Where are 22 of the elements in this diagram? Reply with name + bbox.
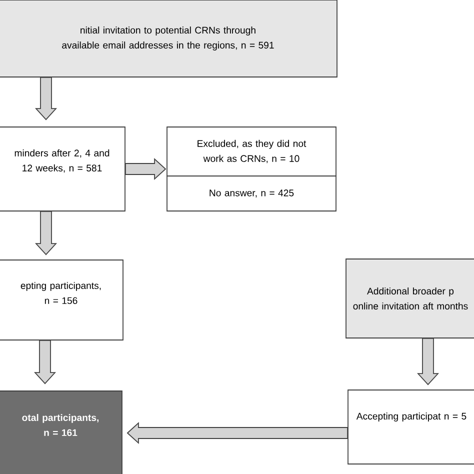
box-text: otal participants, n = 161 <box>22 414 99 436</box>
process-box <box>348 390 474 464</box>
block-arrow <box>126 422 348 444</box>
process-box <box>346 258 474 338</box>
box-text: Accepting participat n = 5 <box>356 412 466 422</box>
box-text: epting participants, n = 156 <box>20 282 101 304</box>
process-box <box>0 260 124 340</box>
block-arrow <box>34 340 56 384</box>
box-text: Excluded, as they did not work as CRNs, n = 10 <box>198 140 306 164</box>
box-text: Additional broader p online invitation aft months <box>353 287 468 310</box>
block-arrow <box>34 211 58 256</box>
exclusion-box <box>166 176 336 212</box>
box-text: minders after 2, 4 and 12 weeks, n = 581 <box>14 149 110 173</box>
block-arrow <box>34 77 58 120</box>
block-arrow <box>125 158 166 180</box>
process-box <box>0 0 338 78</box>
process-box <box>0 126 126 212</box>
result-box <box>0 390 122 474</box>
exclusion-box <box>166 126 336 176</box>
box-text: nitial invitation to potential CRNs through available email addresses in the regions, n = 591 <box>62 26 274 50</box>
block-arrow <box>416 338 440 386</box>
box-text: No answer, n = 425 <box>210 190 294 198</box>
